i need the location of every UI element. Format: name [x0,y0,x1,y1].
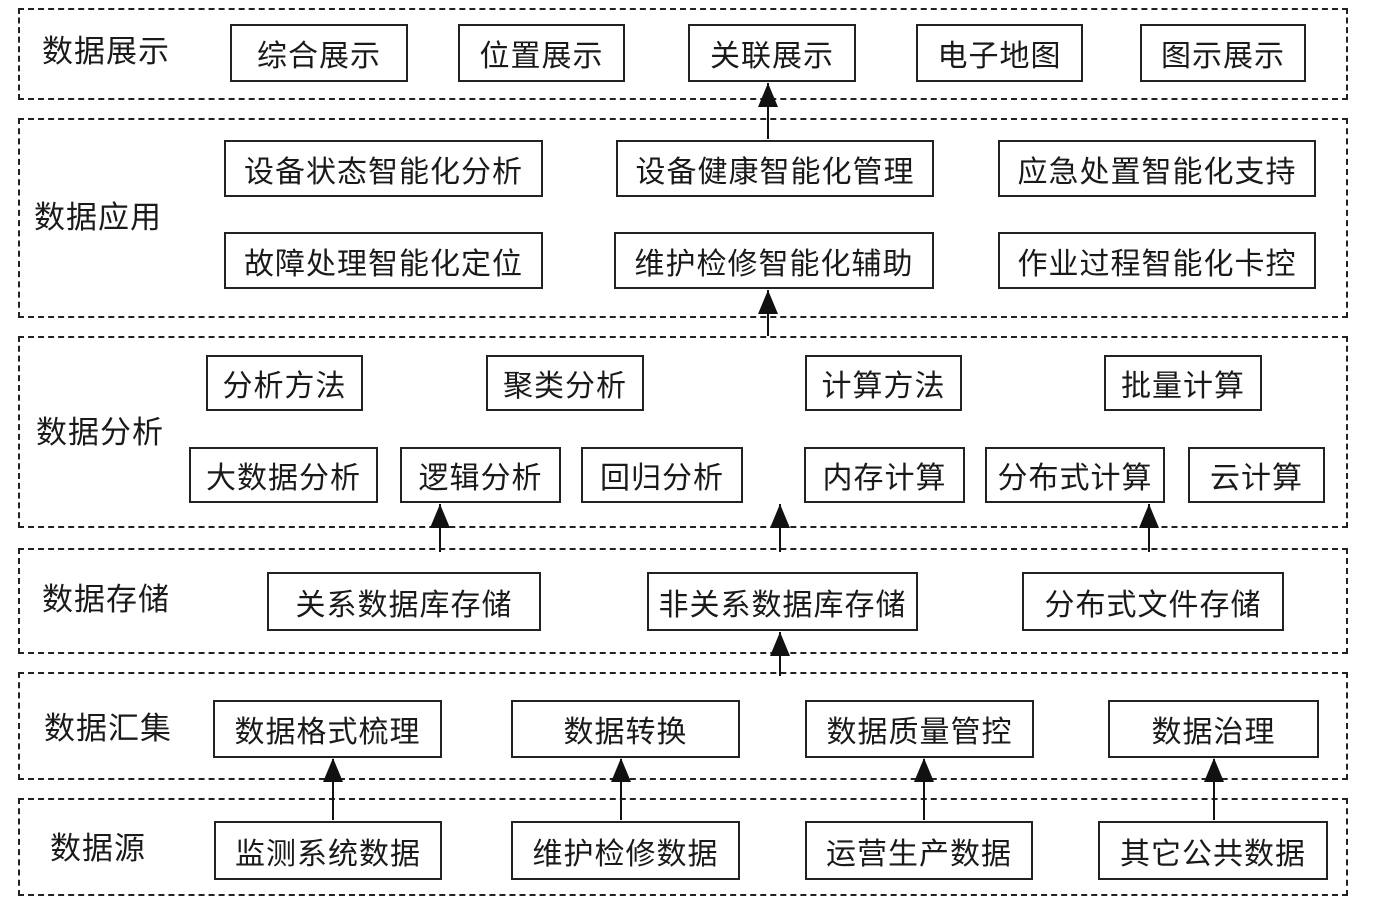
layer-data-source [18,798,1348,896]
source-box-operations: 运营生产数据 [805,821,1033,880]
layer-data-analysis [18,336,1348,528]
storage-box-nonrelational-db: 非关系数据库存储 [647,572,918,631]
analysis-box-clustering: 聚类分析 [486,355,644,411]
analysis-box-batch-computing: 批量计算 [1104,355,1262,411]
analysis-box-regression: 回归分析 [581,447,743,503]
app-box-operation-control: 作业过程智能化卡控 [998,232,1316,289]
layer-label-application: 数据应用 [34,200,162,236]
layer-label-aggregation: 数据汇集 [44,711,172,747]
display-box-diagram: 图示展示 [1140,24,1306,82]
storage-box-relational-db: 关系数据库存储 [267,572,541,631]
app-box-maintenance-assist: 维护检修智能化辅助 [614,232,934,289]
aggregation-box-quality-control: 数据质量管控 [805,700,1034,758]
aggregation-box-format-sorting: 数据格式梳理 [213,700,442,758]
analysis-box-memory-computing: 内存计算 [804,447,965,503]
layer-label-analysis: 数据分析 [36,415,164,451]
analysis-box-computing-methods: 计算方法 [805,355,962,411]
layer-data-aggregation [18,672,1348,780]
display-box-location: 位置展示 [458,24,625,82]
analysis-box-distributed-computing: 分布式计算 [985,447,1165,503]
analysis-box-analysis-methods: 分析方法 [206,355,363,411]
layer-label-source: 数据源 [50,831,146,867]
layer-data-display [18,8,1348,100]
source-box-maintenance: 维护检修数据 [511,821,740,880]
analysis-box-big-data: 大数据分析 [189,447,378,503]
layer-label-display: 数据展示 [42,34,170,70]
source-box-public: 其它公共数据 [1098,821,1328,880]
app-box-fault-location: 故障处理智能化定位 [224,232,543,289]
layer-label-storage: 数据存储 [42,582,170,618]
app-box-emergency-support: 应急处置智能化支持 [998,140,1316,197]
display-box-association: 关联展示 [688,24,856,82]
display-box-electronic-map: 电子地图 [916,24,1083,82]
app-box-device-health-management: 设备健康智能化管理 [616,140,934,197]
app-box-device-status-analysis: 设备状态智能化分析 [224,140,543,197]
analysis-box-logic: 逻辑分析 [400,447,561,503]
analysis-box-cloud-computing: 云计算 [1188,447,1325,503]
layer-data-application [18,118,1348,318]
layer-data-storage [18,548,1348,654]
source-box-monitoring: 监测系统数据 [214,821,442,880]
aggregation-box-conversion: 数据转换 [511,700,740,758]
display-box-comprehensive: 综合展示 [230,24,408,82]
storage-box-distributed-file: 分布式文件存储 [1022,572,1284,631]
aggregation-box-governance: 数据治理 [1108,700,1319,758]
